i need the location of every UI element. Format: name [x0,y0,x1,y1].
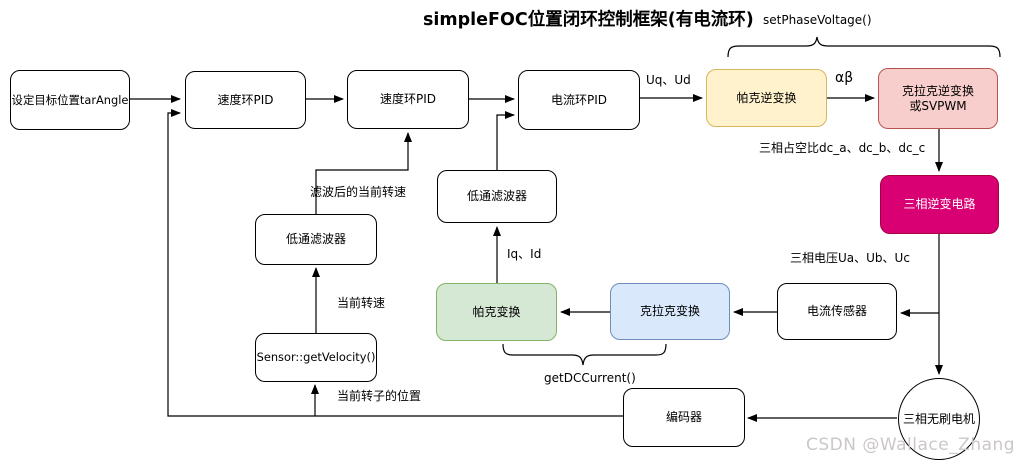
node-three-phase-inverter: 三相逆变电路 [880,175,999,234]
diagram-title: simpleFOC位置闭环控制框架(有电流环) [423,10,754,30]
node-lpf-velocity: 低通滤波器 [255,214,377,265]
node-label: 电流环PID [550,92,608,107]
edge-label-alpha-beta: αβ [835,70,854,86]
node-target-position: 设定目标位置tarAngle [10,70,130,130]
edge-label-phase-voltage: 三相电压Ua、Ub、Uc [790,251,910,265]
brace-set-phase-voltage [727,36,1001,58]
node-label: 三相无刷电机 [902,411,975,426]
node-inverse-park: 帕克逆变换 [706,69,827,127]
edge-lpf-velocity-to-pid2 [315,132,412,214]
node-label: 速度环PID [217,92,274,107]
node-label: 速度环PID [379,92,437,106]
node-label: 帕克变换 [472,304,521,319]
node-lpf-current: 低通滤波器 [437,170,557,223]
node-park-transform: 帕克变换 [436,283,557,341]
node-bldc-motor: 三相无刷电机 [898,378,980,460]
node-label: 帕克逆变换 [736,90,797,105]
node-current-sensor: 电流传感器 [777,283,897,340]
brace-get-dc-current [502,343,667,366]
node-label: 编码器 [665,410,702,424]
node-speed-pid-1: 速度环PID [185,71,306,129]
node-label: 克拉克变换 [639,304,700,318]
node-speed-pid-2: 速度环PID [347,70,469,129]
node-label-line2: 或SVPWM [909,98,967,113]
edge-label-rotor-position: 当前转子的位置 [337,389,422,403]
node-label-line1: 克拉克逆变换 [901,83,974,98]
edge-position-feedback [167,109,623,417]
node-label: 三相逆变电路 [903,197,976,211]
csdn-watermark: CSDN @Wallace_Zhang [806,435,1013,455]
node-encoder: 编码器 [623,388,745,447]
edge-label-uq-ud: Uq、Ud [646,73,691,87]
node-inverse-clarke-svpwm: 克拉克逆变换 或SVPWM [878,68,998,129]
node-label: 低通滤波器 [285,232,346,246]
node-label: Sensor::getVelocity() [256,350,376,364]
node-label: 低通滤波器 [466,189,527,203]
node-sensor-get-velocity: Sensor::getVelocity() [255,333,377,382]
edge-label-filtered-velocity: 滤波后的当前转速 [310,185,407,199]
edge-label-current-velocity: 当前转速 [337,296,386,310]
edge-label-duty-cycle: 三相占空比dc_a、dc_b、dc_c [759,141,926,155]
get-dc-current-annotation: getDCCurrent() [544,371,636,385]
edge-lpf-current-to-pid3 [496,111,515,170]
edge-label-iq-id: Iq、Id [507,247,542,261]
node-current-pid: 电流环PID [518,70,640,130]
set-phase-voltage-annotation: setPhaseVoltage() [763,13,872,27]
node-clarke-transform: 克拉克变换 [610,283,730,340]
node-label: 设定目标位置tarAngle [11,92,129,107]
node-label: 电流传感器 [806,304,867,318]
